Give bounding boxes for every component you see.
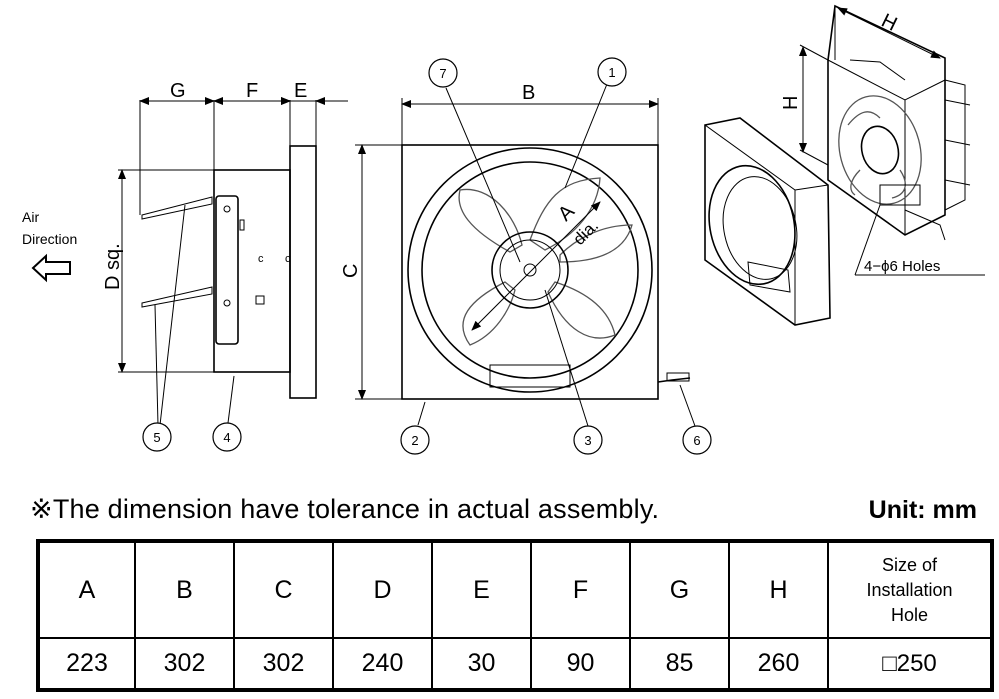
svg-text:c: c (285, 253, 291, 265)
header-g: G (629, 540, 730, 639)
hole-header-line2: Installation (866, 579, 953, 600)
svg-text:7: 7 (439, 66, 446, 81)
svg-text:5: 5 (153, 430, 160, 445)
callout-6: 6 (682, 425, 712, 455)
callout-2: 2 (400, 425, 430, 455)
header-d: D (332, 540, 433, 639)
value-h: 260 (728, 637, 829, 691)
side-view: Air Direction c c G F E D sq. (22, 80, 348, 426)
value-c: 302 (233, 637, 334, 691)
header-e: E (431, 540, 532, 639)
svg-text:c: c (258, 253, 264, 265)
value-g: 85 (629, 637, 730, 691)
dim-label-a: A (554, 200, 579, 225)
dimension-table: A B C D E F G H Size of Installation Hol… (36, 539, 994, 692)
air-direction-arrow-icon (31, 253, 71, 283)
callout-7: 7 (428, 58, 458, 88)
dim-label-b: B (522, 82, 535, 104)
svg-text:2: 2 (411, 433, 418, 448)
dim-label-g: G (170, 80, 186, 102)
value-a: 223 (37, 637, 136, 691)
air-direction-line2: Direction (22, 231, 77, 247)
svg-text:6: 6 (693, 433, 700, 448)
dim-label-h-top: H (878, 10, 901, 36)
table-header-row: A B C D E F G H Size of Installation Hol… (37, 540, 993, 639)
isometric-view: H H 4−ϕ6 Holes (704, 4, 985, 326)
front-view: A dia. B C (340, 82, 696, 427)
dim-label-f: F (246, 80, 258, 102)
value-installation-hole: □250 (827, 637, 993, 691)
callout-5: 5 (142, 422, 172, 452)
header-f: F (530, 540, 631, 639)
dim-label-c: C (340, 264, 362, 278)
value-f: 90 (530, 637, 631, 691)
dim-label-h-side: H (780, 96, 802, 110)
dim-label-e: E (294, 80, 307, 102)
holes-note: 4−ϕ6 Holes (864, 258, 940, 275)
header-installation-hole: Size of Installation Hole (827, 540, 993, 639)
callout-3: 3 (573, 425, 603, 455)
tolerance-note: ※The dimension have tolerance in actual … (30, 494, 660, 524)
hole-header-line1: Size of (881, 554, 938, 575)
fan-technical-drawing: Air Direction c c G F E D sq. (22, 4, 985, 455)
callout-4: 4 (212, 422, 242, 452)
callout-1: 1 (597, 57, 627, 87)
value-b: 302 (134, 637, 235, 691)
header-a: A (37, 540, 136, 639)
table-value-row: 223 302 302 240 30 90 85 260 □250 (37, 637, 993, 691)
svg-text:1: 1 (608, 65, 615, 80)
value-d: 240 (332, 637, 433, 691)
svg-text:4: 4 (223, 430, 230, 445)
svg-text:3: 3 (584, 433, 591, 448)
air-direction-line1: Air (22, 209, 39, 225)
hole-header-line3: Hole (890, 604, 929, 625)
header-h: H (728, 540, 829, 639)
header-b: B (134, 540, 235, 639)
unit-label: Unit: mm (868, 496, 977, 524)
value-e: 30 (431, 637, 532, 691)
header-c: C (233, 540, 334, 639)
dim-label-d: D sq. (102, 243, 124, 290)
dim-label-a-suffix: dia. (569, 216, 602, 249)
